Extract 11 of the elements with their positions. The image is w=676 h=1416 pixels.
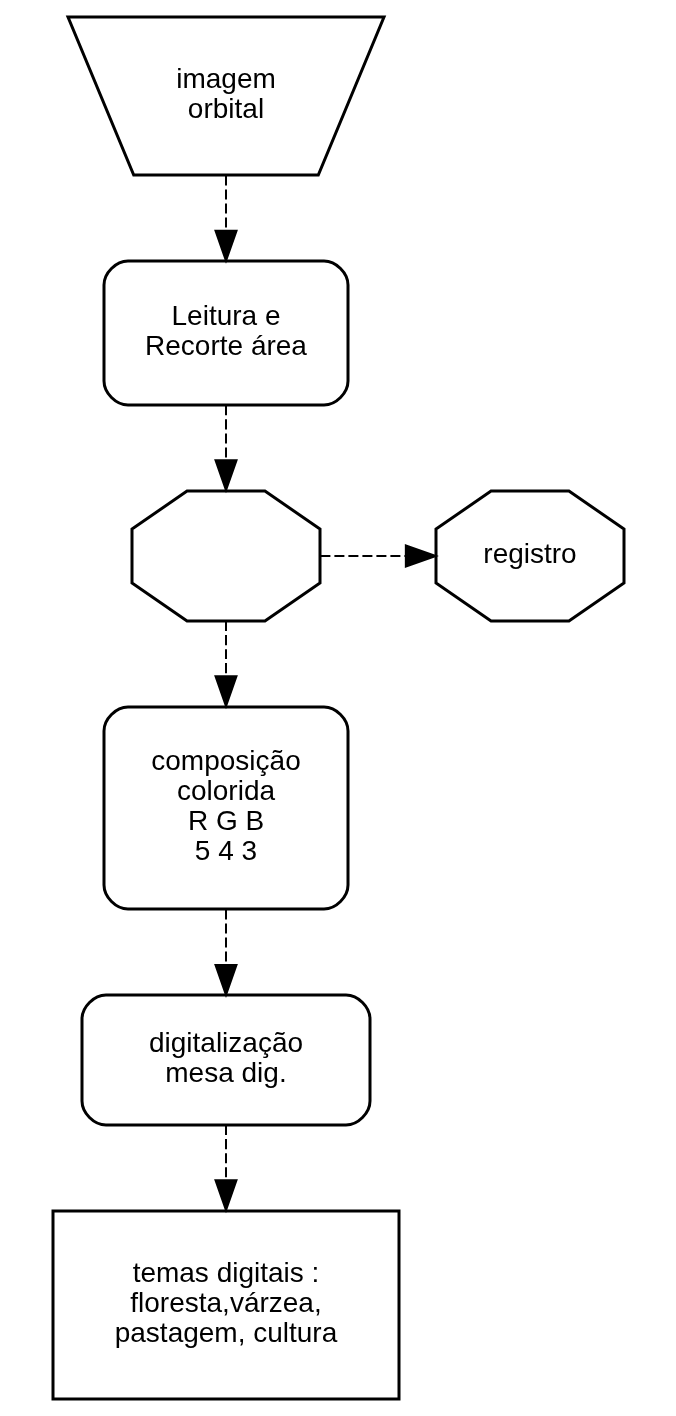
arrow [213,908,238,998]
node-box: Leitura e Recorte área [102,259,349,407]
arrow [213,1124,238,1214]
arrow [318,544,439,568]
arrow [213,174,238,264]
arrow [213,404,238,494]
node-box: digitalização mesa dig. [80,993,371,1127]
arrow [213,620,238,710]
node-octagon [130,489,321,623]
node-box: composição colorida R G B 5 4 3 [102,705,349,911]
node-box: temas digitais : floresta,várzea, pastagem, cultura [51,1209,400,1401]
